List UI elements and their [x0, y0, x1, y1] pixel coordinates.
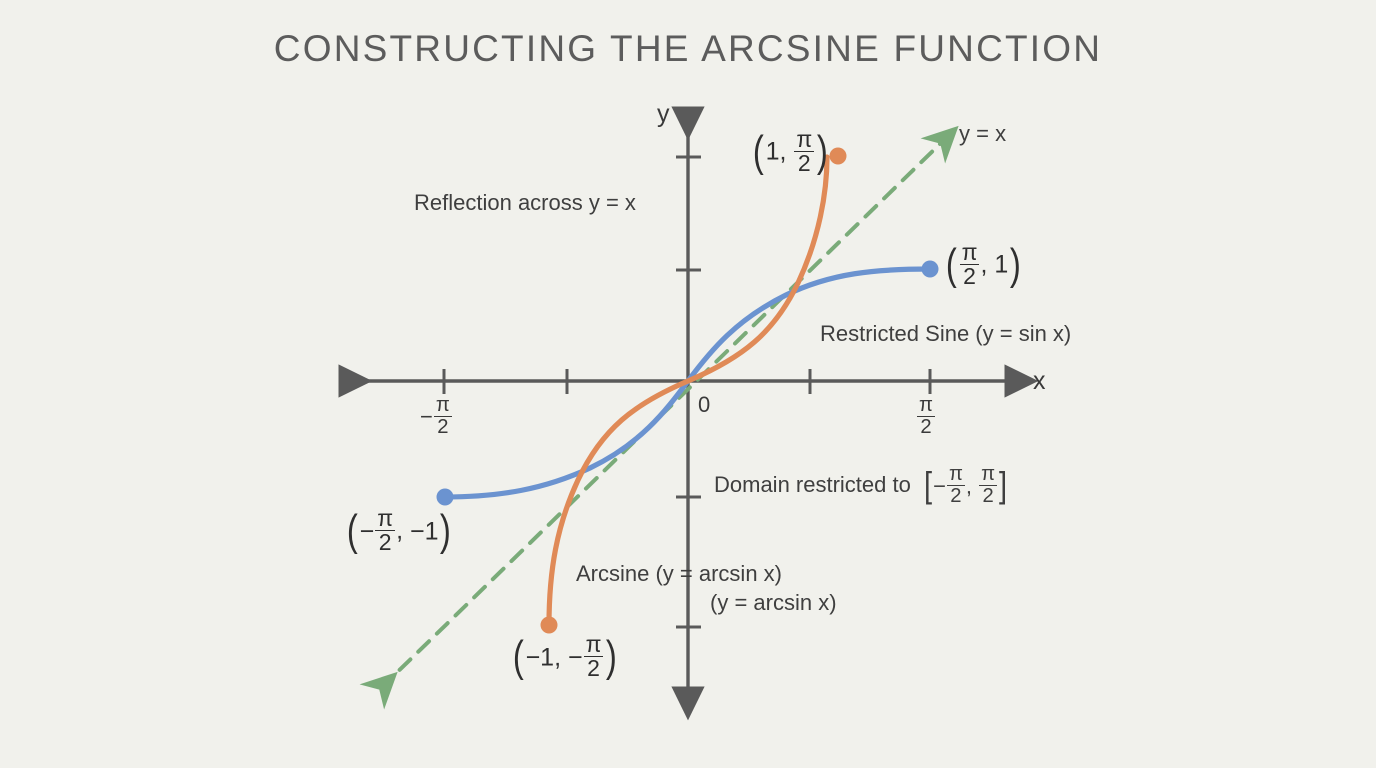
- annotation-identity-line: y = x: [959, 121, 1007, 146]
- annotation-arcsine-line1: Arcsine (y = arcsin x): [576, 561, 782, 586]
- arcsine-curve-shape: [546, 154, 830, 628]
- origin-label: 0: [698, 392, 711, 417]
- y-axis-label: y: [657, 100, 670, 128]
- domain-restricted-text: Domain restricted to: [714, 471, 911, 497]
- annotation-restricted-sine: Restricted Sine (y = sin x): [820, 321, 1072, 346]
- annotation-reflection: Reflection across y = x: [414, 190, 636, 215]
- marker-sine-right: [921, 260, 939, 278]
- page-title: CONSTRUCTING THE ARCSINE FUNCTION: [273, 28, 1103, 69]
- marker-sine-left: [436, 488, 454, 506]
- x-axis-label: x: [1033, 367, 1046, 395]
- marker-arcsine-bottom: [540, 616, 558, 634]
- marker-arcsine-top: [829, 147, 847, 165]
- annotation-arcsine-line2: (y = arcsin x): [710, 590, 837, 615]
